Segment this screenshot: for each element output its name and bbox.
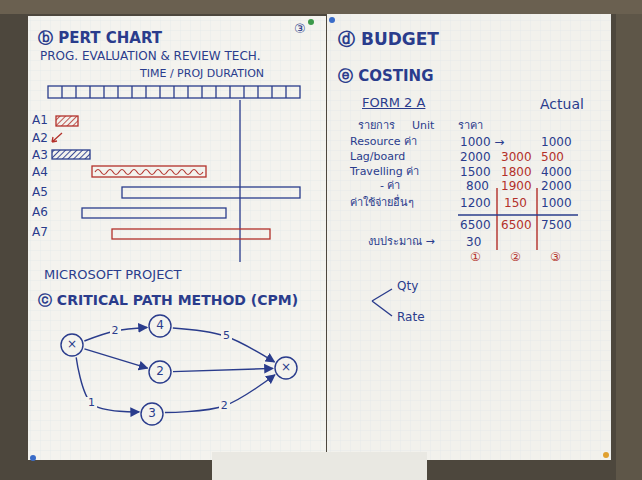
right-sheet	[327, 14, 611, 460]
branch-label: Rate	[397, 311, 425, 325]
table-cell: 1200	[460, 197, 491, 211]
branch-lines	[372, 289, 392, 316]
callout-number: ②	[510, 251, 521, 265]
activity-name: A7	[32, 226, 48, 240]
paper-strip	[212, 452, 427, 480]
activity-name: A1	[32, 114, 48, 128]
activity-bar	[82, 208, 226, 218]
activity-arrow	[173, 328, 275, 362]
pin	[603, 452, 609, 458]
activity-bar	[56, 116, 78, 126]
table-header: Unit	[412, 120, 434, 133]
circle-shape	[275, 357, 297, 379]
duration-label: 1	[86, 397, 97, 409]
table-cell: 1900	[501, 180, 532, 194]
event-number: 2	[148, 365, 172, 378]
table-cell: 1000 →	[460, 136, 504, 150]
callout-number: ①	[470, 251, 481, 265]
page-number: ③	[294, 22, 306, 37]
left-sheet	[28, 16, 326, 460]
table-cell: 2000	[541, 180, 572, 194]
event-circle: 4	[148, 314, 172, 338]
activity-bar	[112, 229, 270, 239]
time-marker-line	[239, 100, 240, 262]
activity-name: A5	[32, 186, 48, 200]
table-cell: 1500	[460, 166, 491, 180]
circle-shape	[149, 315, 171, 337]
table-header: รายการ	[358, 120, 395, 133]
table-cell: งบประมาณ →	[368, 236, 435, 249]
pin	[329, 17, 335, 23]
table-cell: 800	[466, 180, 489, 194]
duration-label: 2	[110, 325, 121, 337]
table-cell: - ค่า	[380, 180, 400, 193]
activity-name: A6	[32, 206, 48, 220]
table-cell: 500	[541, 151, 564, 165]
activity-arrow	[173, 368, 273, 371]
activity-arrow	[52, 133, 62, 142]
pin	[308, 19, 314, 25]
table-total: 6500	[460, 219, 491, 233]
heading: ⓑ PERT CHART	[38, 30, 162, 47]
table-cell: Resource ค่า	[350, 136, 417, 149]
duration-label: 5	[221, 330, 232, 342]
callout-number: ③	[550, 251, 561, 265]
table-cell: 3000	[501, 151, 532, 165]
table-cell: 30	[466, 236, 481, 250]
axis-label: TIME / PROJ DURATION	[140, 68, 264, 81]
heading: ⓓ BUDGET	[338, 30, 439, 50]
table-cell: 150	[504, 197, 527, 211]
activity-arrow	[84, 349, 147, 368]
activity-arrow	[165, 375, 275, 413]
event-number: ×	[60, 338, 84, 351]
left-sheet-grid	[28, 16, 326, 460]
table-total: 6500	[501, 219, 532, 233]
event-circle: 2	[148, 360, 172, 384]
heading: ⓒ CRITICAL PATH METHOD (CPM)	[38, 292, 298, 308]
branch-label: Qty	[397, 280, 418, 294]
event-number: 3	[140, 407, 164, 420]
table-header: ราคา	[458, 120, 483, 133]
table-total: 7500	[541, 219, 572, 233]
total-rule	[458, 214, 578, 215]
event-number: 4	[148, 319, 172, 332]
event-circle: 3	[140, 402, 164, 426]
event-circle: ×	[274, 356, 298, 380]
table-cell: 2000	[460, 151, 491, 165]
activity-name: A3	[32, 149, 48, 163]
form-name: FORM 2 A	[362, 96, 425, 111]
board-side	[616, 14, 642, 480]
pin	[30, 455, 36, 461]
right-sheet-grid	[327, 14, 611, 460]
table-rule	[497, 188, 537, 250]
activity-name: A2	[32, 132, 48, 146]
table-cell: Travelling ค่า	[350, 166, 419, 179]
event-circle: ×	[60, 333, 84, 357]
circle-shape	[61, 334, 83, 356]
event-number: ×	[274, 361, 298, 374]
circle-shape	[149, 361, 171, 383]
table-cell: ค่าใช้จ่ายอื่นๆ	[350, 197, 414, 210]
board-rim	[0, 0, 642, 14]
heading: ⓔ COSTING	[338, 68, 433, 85]
activity-arrow	[76, 357, 139, 412]
timeline-scale	[48, 86, 300, 262]
activity-bar	[52, 150, 90, 159]
table-cell: 1000	[541, 197, 572, 211]
column-heading: Actual	[540, 96, 584, 112]
activity-bar	[122, 187, 300, 198]
table-cell: 4000	[541, 166, 572, 180]
activity-name: A4	[32, 166, 48, 180]
note: MICROSOFT PROJECT	[44, 268, 181, 283]
table-cell: 1800	[501, 166, 532, 180]
table-cell: 1000	[541, 136, 572, 150]
circle-shape	[141, 403, 163, 425]
duration-label: 2	[219, 400, 230, 412]
activity-bar	[92, 166, 206, 177]
subheading: PROG. EVALUATION & REVIEW TECH.	[40, 50, 260, 64]
table-cell: Lag/board	[350, 151, 405, 164]
wavy-fill	[95, 170, 203, 175]
